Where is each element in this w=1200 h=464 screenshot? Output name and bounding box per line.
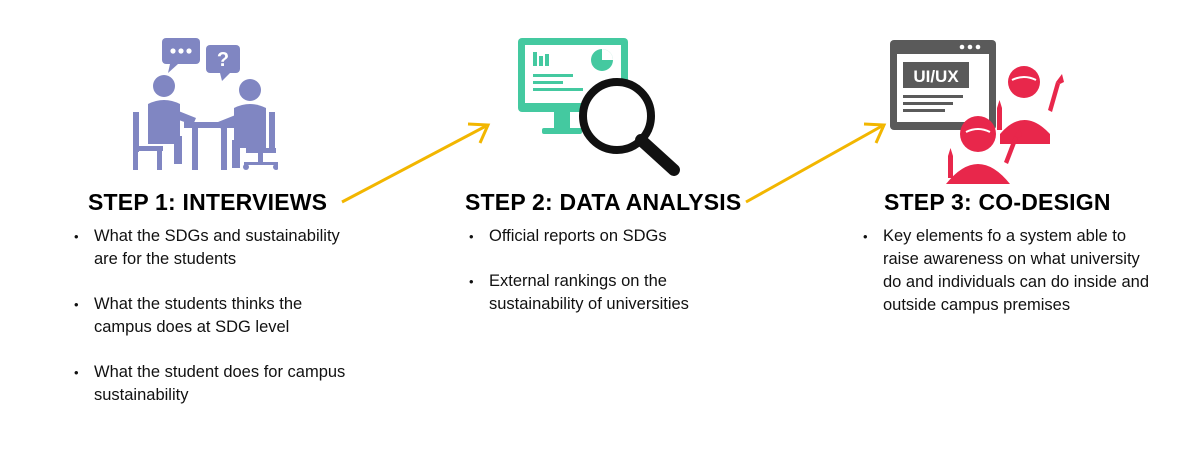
step1-title: STEP 1: INTERVIEWS bbox=[88, 189, 328, 215]
data-analysis-icon bbox=[518, 38, 680, 176]
step2-title: STEP 2: DATA ANALYSIS bbox=[465, 189, 742, 215]
list-item: What the SDGs and sustainability are for… bbox=[72, 225, 357, 271]
step3-title: STEP 3: CO-DESIGN bbox=[884, 189, 1111, 215]
svg-text:?: ? bbox=[217, 49, 229, 71]
ui-ux-label: UI/UX bbox=[913, 67, 959, 86]
step1-bullet-list: What the SDGs and sustainability are for… bbox=[72, 225, 357, 407]
arrow-step1-to-step2 bbox=[341, 122, 491, 204]
arrow-step2-to-step3 bbox=[745, 122, 887, 204]
list-item: Official reports on SDGs bbox=[467, 225, 742, 248]
step3-bullet-list: Key elements fo a system able to raise a… bbox=[861, 225, 1151, 317]
step2-bullet-list: Official reports on SDGs External rankin… bbox=[467, 225, 742, 316]
list-item: What the student does for campus sustain… bbox=[72, 361, 357, 407]
list-item: External rankings on the sustainability … bbox=[467, 270, 742, 316]
list-item: What the students thinks the campus does… bbox=[72, 293, 357, 339]
list-item: Key elements fo a system able to raise a… bbox=[861, 225, 1151, 317]
co-design-icon: UI/UX bbox=[890, 40, 1064, 184]
interview-icon: ? bbox=[133, 38, 278, 170]
